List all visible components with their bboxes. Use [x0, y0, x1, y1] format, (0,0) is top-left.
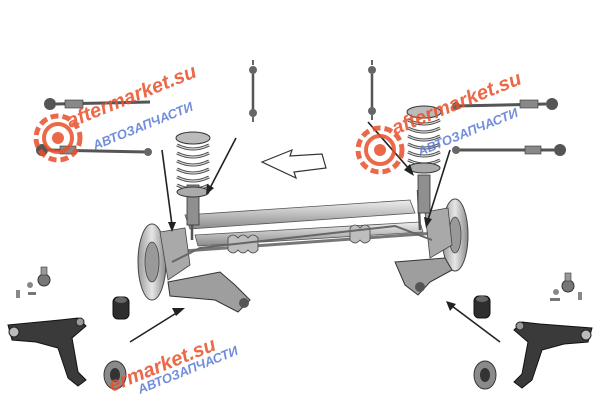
arrow-link-left [206, 137, 237, 195]
right-knuckle [424, 207, 453, 259]
outline-forward-arrow-icon [260, 148, 327, 180]
bushing-lower-left [103, 360, 127, 390]
tie-rod-upper-left [44, 98, 151, 110]
ball-joint-left [16, 266, 51, 298]
lower-arm-left-mounted [167, 271, 251, 313]
ball-joint-right [550, 272, 582, 301]
coil-spring-right [406, 105, 442, 214]
cv-boot-right [349, 224, 371, 244]
watermark-left: aftermarket.su АВТОЗАПЧАСТИ [33, 61, 200, 163]
lower-control-arm-right [513, 321, 593, 389]
lower-control-arm-left [7, 317, 87, 387]
bushing-upper-left [112, 296, 130, 320]
gear-logo-icon [33, 113, 83, 163]
stabilizer-link-left [249, 60, 257, 122]
arrow-bushing-left [129, 308, 185, 343]
left-knuckle [159, 227, 191, 281]
coil-spring-left [175, 131, 211, 226]
arrow-left-top [161, 149, 176, 232]
bushing-lower-right [473, 360, 497, 390]
callout-arrows [129, 121, 501, 343]
bushing-upper-right [473, 295, 491, 319]
tie-rod-upper-right [452, 98, 558, 110]
watermark-bottom: ermarket.su АВТОЗАПЧАСТИ [106, 334, 241, 397]
arrow-right-top [424, 149, 451, 228]
gear-logo-icon [355, 125, 405, 175]
subframe-assembly [137, 189, 469, 301]
lower-arm-right-mounted [394, 257, 453, 296]
arrow-bushing-right [446, 301, 501, 343]
tie-rod-lower-right [452, 144, 566, 156]
stabilizer-link-right [368, 60, 376, 120]
watermark-right: aftermarket.su АВТОЗАПЧАСТИ [355, 68, 525, 175]
